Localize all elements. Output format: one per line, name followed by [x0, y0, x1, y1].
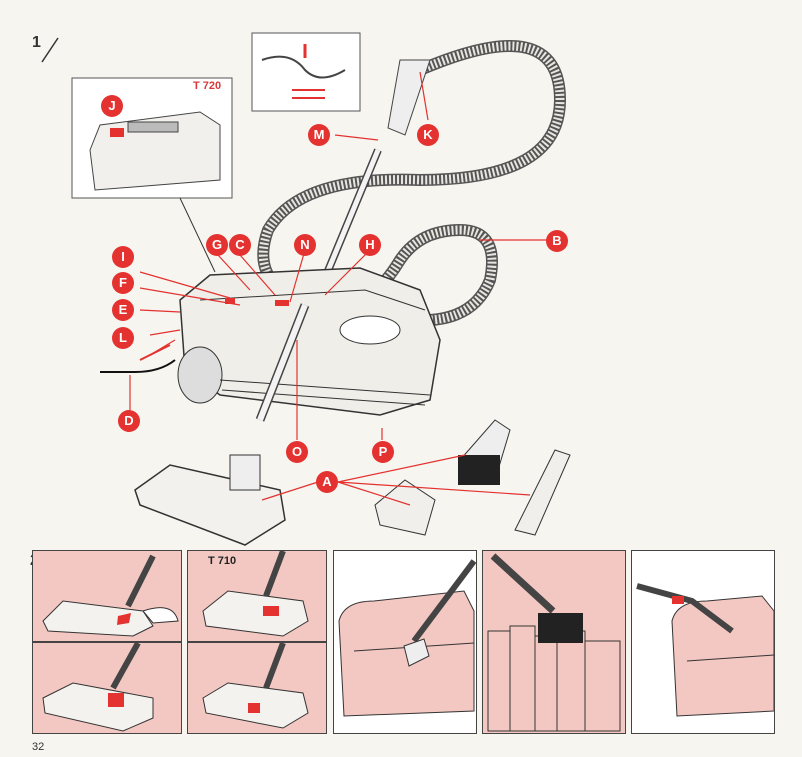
callout-i: I	[112, 246, 134, 268]
callout-k: K	[417, 124, 439, 146]
callout-g: G	[206, 234, 228, 256]
panel-t710-top: T 710	[187, 550, 327, 642]
callout-p: P	[372, 441, 394, 463]
callout-o: O	[286, 441, 308, 463]
callout-e: E	[112, 299, 134, 321]
inset-model-label: T 720	[193, 80, 221, 92]
upholstery-nozzle-illustration	[334, 551, 476, 733]
panel-t710-bottom	[187, 642, 327, 734]
panel-books	[482, 550, 626, 734]
callout-h: H	[359, 234, 381, 256]
figure-1-number: 1	[32, 34, 41, 52]
callout-f: F	[112, 272, 134, 294]
callout-b: B	[546, 230, 568, 252]
callout-n: N	[294, 234, 316, 256]
dusting-brush-illustration	[483, 551, 625, 733]
panel-carpet-top	[32, 550, 182, 642]
panel-carpet-bottom	[32, 642, 182, 734]
floor-nozzle-illustration	[33, 643, 181, 733]
callout-c: C	[229, 234, 251, 256]
panel-upholstery	[333, 550, 477, 734]
callout-a: A	[316, 471, 338, 493]
callout-m: M	[308, 124, 330, 146]
panel-model-label: T 710	[208, 555, 236, 567]
carpet-nozzle-illustration	[33, 551, 181, 641]
page-number: 32	[32, 741, 44, 753]
callout-l: L	[112, 327, 134, 349]
callout-j: J	[101, 95, 123, 117]
callout-d: D	[118, 410, 140, 432]
panel-crevice	[631, 550, 775, 734]
t710-floor-illustration	[188, 643, 326, 733]
crevice-tool-illustration	[632, 551, 774, 733]
